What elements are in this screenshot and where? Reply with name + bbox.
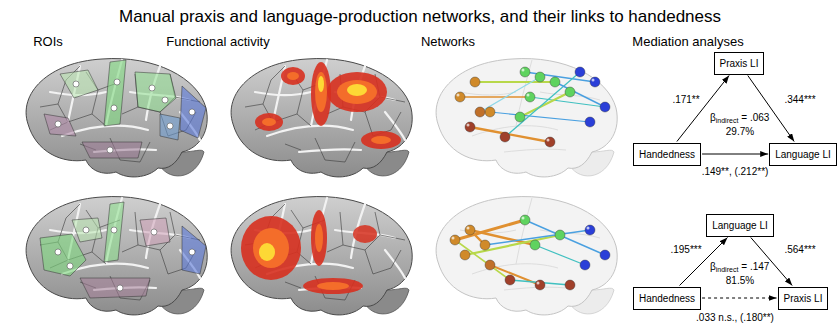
path-coefficient: .344*** bbox=[783, 94, 816, 106]
path-coefficient: .564*** bbox=[783, 244, 816, 256]
beta-subscript: indirect bbox=[716, 117, 739, 125]
activity-brain-top bbox=[231, 59, 412, 177]
path-coefficient: .149**, (.212**) bbox=[701, 166, 770, 178]
box-text: Language LI bbox=[775, 148, 831, 161]
figure-title: Manual praxis and language-production ne… bbox=[119, 7, 721, 27]
variable-box: Praxis LI bbox=[778, 287, 829, 310]
variable-box: Language LI bbox=[769, 143, 837, 166]
variable-box: Language LI bbox=[706, 214, 774, 237]
column-header: Networks bbox=[421, 35, 475, 50]
path-coefficient: .195*** bbox=[669, 244, 702, 256]
activity-brain-bottom bbox=[231, 197, 412, 315]
network-brain-top bbox=[436, 59, 617, 177]
beta-symbol: β bbox=[710, 261, 716, 273]
path-arrow bbox=[677, 76, 729, 142]
path-coefficient: .171** bbox=[671, 94, 700, 106]
indirect-effect: = .063 bbox=[741, 112, 769, 124]
network-brain-bottom bbox=[436, 197, 617, 315]
indirect-effect: = .147 bbox=[741, 261, 769, 273]
path-arrow bbox=[748, 76, 794, 142]
path-coefficient: .033 n.s., (.180**) bbox=[695, 312, 775, 324]
roi-brain-top bbox=[26, 59, 207, 177]
mediated-percent: 29.7% bbox=[726, 126, 754, 138]
variable-box: Handedness bbox=[633, 287, 701, 310]
variable-box: Praxis LI bbox=[714, 52, 765, 75]
box-text: Handedness bbox=[639, 148, 695, 161]
variable-box: Handedness bbox=[633, 143, 701, 166]
box-text: Praxis LI bbox=[784, 292, 823, 305]
box-text: Language LI bbox=[712, 219, 768, 232]
box-text: Handedness bbox=[639, 292, 695, 305]
box-text: Praxis LI bbox=[720, 57, 759, 70]
mediated-percent: 81.5% bbox=[726, 275, 754, 287]
path-arrow bbox=[702, 298, 776, 299]
beta-subscript: indirect bbox=[716, 266, 739, 274]
column-header: ROIs bbox=[33, 35, 63, 50]
roi-brain-bottom bbox=[26, 197, 207, 315]
column-header: Functional activity bbox=[166, 35, 269, 50]
path-arrow bbox=[702, 154, 768, 155]
beta-symbol: β bbox=[710, 112, 716, 124]
column-header: Mediation analyses bbox=[632, 35, 743, 50]
